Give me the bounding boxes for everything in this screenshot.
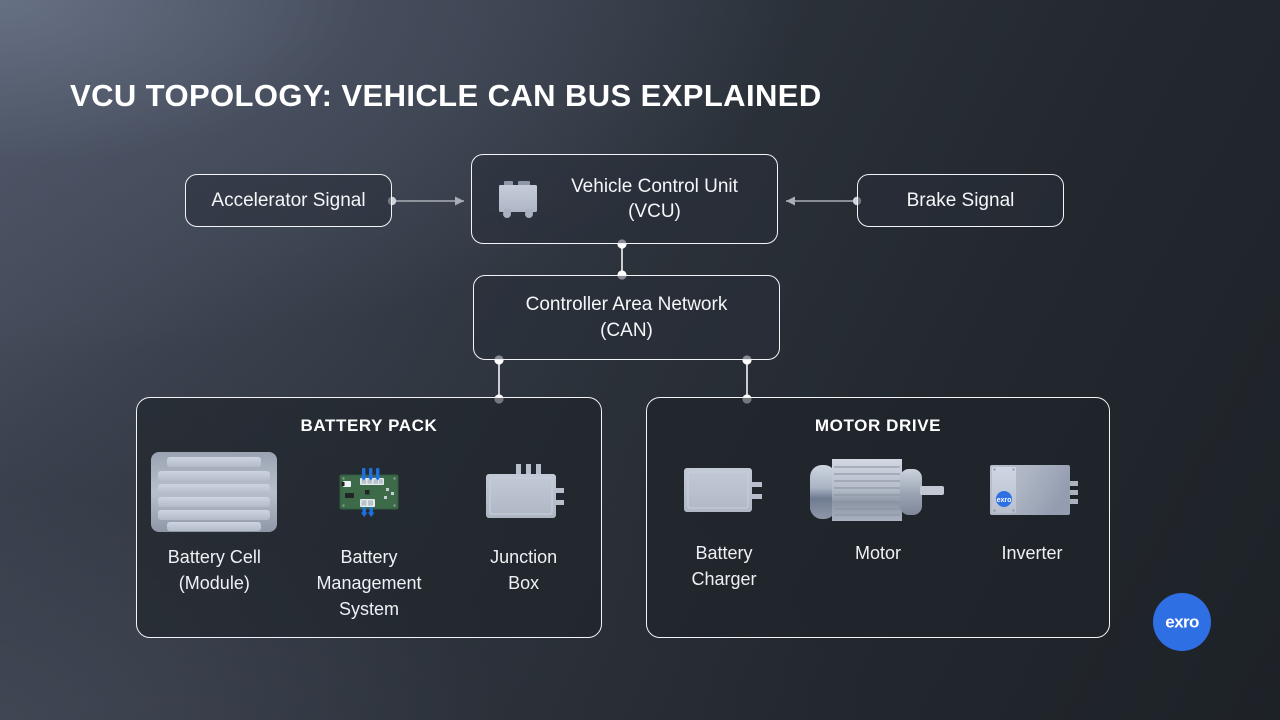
circuit-board-icon [334, 444, 404, 540]
group-motor-drive: MOTOR DRIVE [646, 397, 1110, 638]
arrowhead-accelerator [455, 196, 464, 206]
group-battery-pack: BATTERY PACK [136, 397, 602, 638]
electric-motor-icon [808, 444, 948, 536]
svg-text:exro: exro [1165, 613, 1199, 632]
item-battery-cell-line2: (Module) [178, 573, 250, 594]
junction-box-icon [478, 444, 570, 540]
item-motor-line1: Motor [854, 543, 901, 563]
node-vehicle-control-unit[interactable]: Vehicle Control Unit (VCU) [471, 154, 778, 244]
node-can-label: Controller Area Network (CAN) [526, 292, 728, 342]
item-bms-caption: Battery Management System [316, 544, 421, 622]
inverter-icon: exro [982, 444, 1082, 536]
item-battery-cell[interactable]: Battery Cell (Module) [144, 444, 284, 596]
group-motor-drive-title: MOTOR DRIVE [814, 416, 942, 435]
node-can-label-line2: (CAN) [600, 319, 653, 341]
item-battery-charger-caption: Battery Charger [691, 540, 756, 592]
item-battery-cell-line1: Battery Cell [167, 547, 261, 567]
svg-text:exro: exro [997, 497, 1012, 504]
node-controller-area-network[interactable]: Controller Area Network (CAN) [473, 275, 780, 360]
item-junction-box-line1: Junction [490, 547, 558, 567]
arrowhead-brake [786, 196, 795, 206]
item-bms-line3: System [338, 599, 399, 620]
node-vcu-label-line1: Vehicle Control Unit [571, 175, 738, 197]
exro-wordmark-icon: exro [1165, 613, 1199, 632]
node-vcu-label-line2: (VCU) [628, 201, 681, 222]
item-motor[interactable]: Motor [808, 444, 948, 566]
item-battery-cell-caption: Battery Cell (Module) [168, 544, 261, 596]
item-junction-box-caption: Junction Box [490, 544, 557, 596]
node-accelerator-label: Accelerator Signal [211, 189, 366, 211]
item-junction-box[interactable]: Junction Box [454, 444, 594, 596]
group-battery-pack-items: Battery Cell (Module) [137, 444, 601, 627]
item-battery-charger-line1: Battery [695, 543, 753, 563]
node-can-label-line1: Controller Area Network [525, 294, 728, 316]
item-inverter-caption: Inverter [1001, 540, 1062, 566]
node-vcu-label: Vehicle Control Unit (VCU) [571, 174, 738, 224]
item-bms-line1: Battery [340, 547, 398, 567]
page-title: VCU TOPOLOGY: VEHICLE CAN BUS EXPLAINED [70, 78, 822, 113]
node-brake-signal[interactable]: Brake Signal [857, 174, 1064, 227]
item-motor-caption: Motor [855, 540, 901, 566]
control-unit-icon [499, 181, 537, 218]
battery-charger-icon [680, 444, 768, 536]
item-battery-management-system[interactable]: Battery Management System [299, 444, 439, 622]
item-inverter-line1: Inverter [1001, 543, 1063, 563]
battery-module-icon [149, 444, 279, 540]
item-battery-charger-line2: Charger [691, 569, 757, 590]
item-junction-box-line2: Box [508, 573, 540, 594]
group-battery-pack-title: BATTERY PACK [300, 416, 438, 435]
item-bms-line2: Management [316, 573, 422, 594]
node-accelerator-signal[interactable]: Accelerator Signal [185, 174, 392, 227]
node-brake-label: Brake Signal [906, 189, 1015, 211]
item-battery-charger[interactable]: Battery Charger [654, 444, 794, 592]
group-motor-drive-items: Battery Charger [647, 444, 1109, 627]
item-inverter[interactable]: exro Inverter [962, 444, 1102, 566]
exro-logo[interactable]: exro [1153, 593, 1211, 651]
